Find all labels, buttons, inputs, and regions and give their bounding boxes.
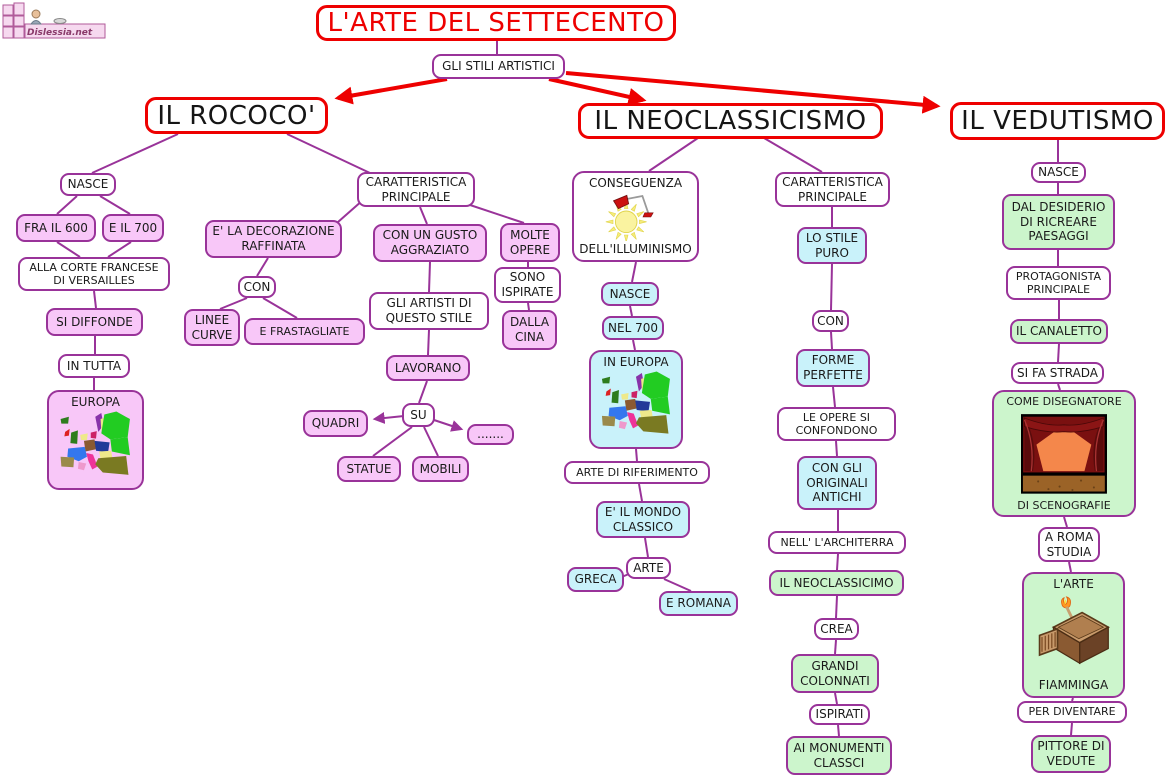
node-quadri: QUADRI xyxy=(303,410,368,437)
node-nasce-neo: NASCE xyxy=(601,282,659,306)
node-monumenti-classici: AI MONUMENTI CLASSCI xyxy=(786,736,892,775)
europe-map-image xyxy=(599,370,673,444)
node-arte-di-riferimento: ARTE DI RIFERIMENTO xyxy=(564,461,710,484)
node-linee-curve: LINEE CURVE xyxy=(184,309,240,346)
node-lavorano: LAVORANO xyxy=(386,355,470,381)
node-il-canaletto: IL CANALETTO xyxy=(1010,319,1108,344)
node-come-disegnatore-label: COME DISEGNATORE xyxy=(1006,395,1122,408)
node-in-europa-label: IN EUROPA xyxy=(603,355,669,369)
node-su: SU xyxy=(402,403,435,427)
node-desiderio-paesaggi: DAL DESIDERIO DI RICREARE PAESAGGI xyxy=(1002,194,1115,250)
node-molte-opere: MOLTE OPERE xyxy=(500,223,560,262)
node-mobili: MOBILI xyxy=(412,456,469,482)
node-nasce-vedutismo: NASCE xyxy=(1031,162,1086,183)
node-altro-dots: ....... xyxy=(467,424,514,445)
node-protagonista-principale: PROTAGONISTA PRINCIPALE xyxy=(1006,266,1111,300)
node-arte: ARTE xyxy=(626,557,671,579)
node-in-europa: IN EUROPA xyxy=(589,350,683,449)
matchbox-image xyxy=(1038,596,1110,665)
branch-title-vedutismo: IL VEDUTISMO xyxy=(950,102,1165,140)
node-le-opere-si-confondono: LE OPERE SI CONFONDONO xyxy=(777,407,896,441)
node-crea: CREA xyxy=(814,618,859,640)
dislessia-logo: Dislessia.net xyxy=(2,2,106,39)
node-conseguenza-label: CONSEGUENZA xyxy=(588,176,683,190)
node-architerra: NELL' L'ARCHITERRA xyxy=(768,531,906,554)
node-statue: STATUE xyxy=(337,456,401,482)
node-si-diffonde: SI DIFFONDE xyxy=(46,308,143,336)
node-originali-antichi: CON GLI ORIGINALI ANTICHI xyxy=(797,456,877,510)
node-con-neo: CON xyxy=(812,310,849,332)
node-fra-il-600: FRA IL 600 xyxy=(16,214,96,242)
node-a-roma-studia: A ROMA STUDIA xyxy=(1038,527,1100,562)
illuminismo-sun-lamp-image xyxy=(605,194,654,241)
node-caratteristica-neo: CARATTERISTICA PRINCIPALE xyxy=(775,172,890,207)
node-e-romana: E ROMANA xyxy=(659,591,738,616)
theater-stage-image xyxy=(1021,413,1107,494)
node-in-tutta: IN TUTTA xyxy=(58,354,130,378)
page-title: L'ARTE DEL SETTECENTO xyxy=(316,5,676,41)
node-si-fa-strada: SI FA STRADA xyxy=(1011,362,1104,384)
node-nel-700: NEL 700 xyxy=(602,316,664,340)
logo-text: Dislessia.net xyxy=(27,28,93,38)
node-e-il-700: E IL 700 xyxy=(102,214,164,242)
node-alla-corte-versailles: ALLA CORTE FRANCESE DI VERSAILLES xyxy=(18,257,170,291)
node-larte-label: L'ARTE xyxy=(1053,577,1094,591)
node-greca: GRECA xyxy=(567,567,624,592)
node-grandi-colonnati: GRANDI COLONNATI xyxy=(791,654,879,693)
branch-title-rococo: IL ROCOCO' xyxy=(145,97,328,134)
node-sono-ispirate: SONO ISPIRATE xyxy=(494,267,561,303)
node-il-neoclassicimo: IL NEOCLASSICIMO xyxy=(769,570,904,596)
node-forme-perfette: FORME PERFETTE xyxy=(796,349,870,387)
node-ispirati: ISPIRATI xyxy=(809,704,870,725)
node-mondo-classico: E' IL MONDO CLASSICO xyxy=(596,501,690,538)
node-illuminismo-label: DELL'ILLUMINISMO xyxy=(579,242,692,257)
node-di-scenografie-label: DI SCENOGRAFIE xyxy=(1017,498,1111,512)
node-conseguenza-illuminismo: CONSEGUENZA DELL'ILLUMINISMO xyxy=(572,171,699,262)
node-europa: EUROPA xyxy=(47,390,144,490)
node-dalla-cina: DALLA CINA xyxy=(502,310,557,350)
node-europa-label: EUROPA xyxy=(71,395,120,409)
node-gusto-aggraziato: CON UN GUSTO AGGRAZIATO xyxy=(373,224,487,262)
node-caratteristica-rococo: CARATTERISTICA PRINCIPALE xyxy=(357,172,475,207)
node-e-frastagliate: E FRASTAGLIATE xyxy=(244,318,365,345)
node-nasce-rococo: NASCE xyxy=(60,173,116,196)
node-disegnatore-scenografie: COME DISEGNATORE DI SCENOGRAFIE xyxy=(992,390,1136,517)
node-gli-artisti: GLI ARTISTI DI QUESTO STILE xyxy=(369,292,489,330)
node-lo-stile-puro: LO STILE PURO xyxy=(797,227,867,264)
branch-title-neoclassicismo: IL NEOCLASSICISMO xyxy=(578,103,883,139)
node-pittore-di-vedute: PITTORE DI VEDUTE xyxy=(1031,735,1111,773)
node-arte-fiamminga: L'ARTE FIAMMINGA xyxy=(1022,572,1125,698)
europe-map-image xyxy=(57,410,134,485)
node-con-rococo: CON xyxy=(238,276,276,298)
node-gli-stili-artistici: GLI STILI ARTISTICI xyxy=(432,54,565,79)
node-decorazione-raffinata: E' LA DECORAZIONE RAFFINATA xyxy=(205,220,342,258)
node-per-diventare: PER DIVENTARE xyxy=(1017,701,1127,723)
node-fiamminga-label: FIAMMINGA xyxy=(1038,678,1109,693)
